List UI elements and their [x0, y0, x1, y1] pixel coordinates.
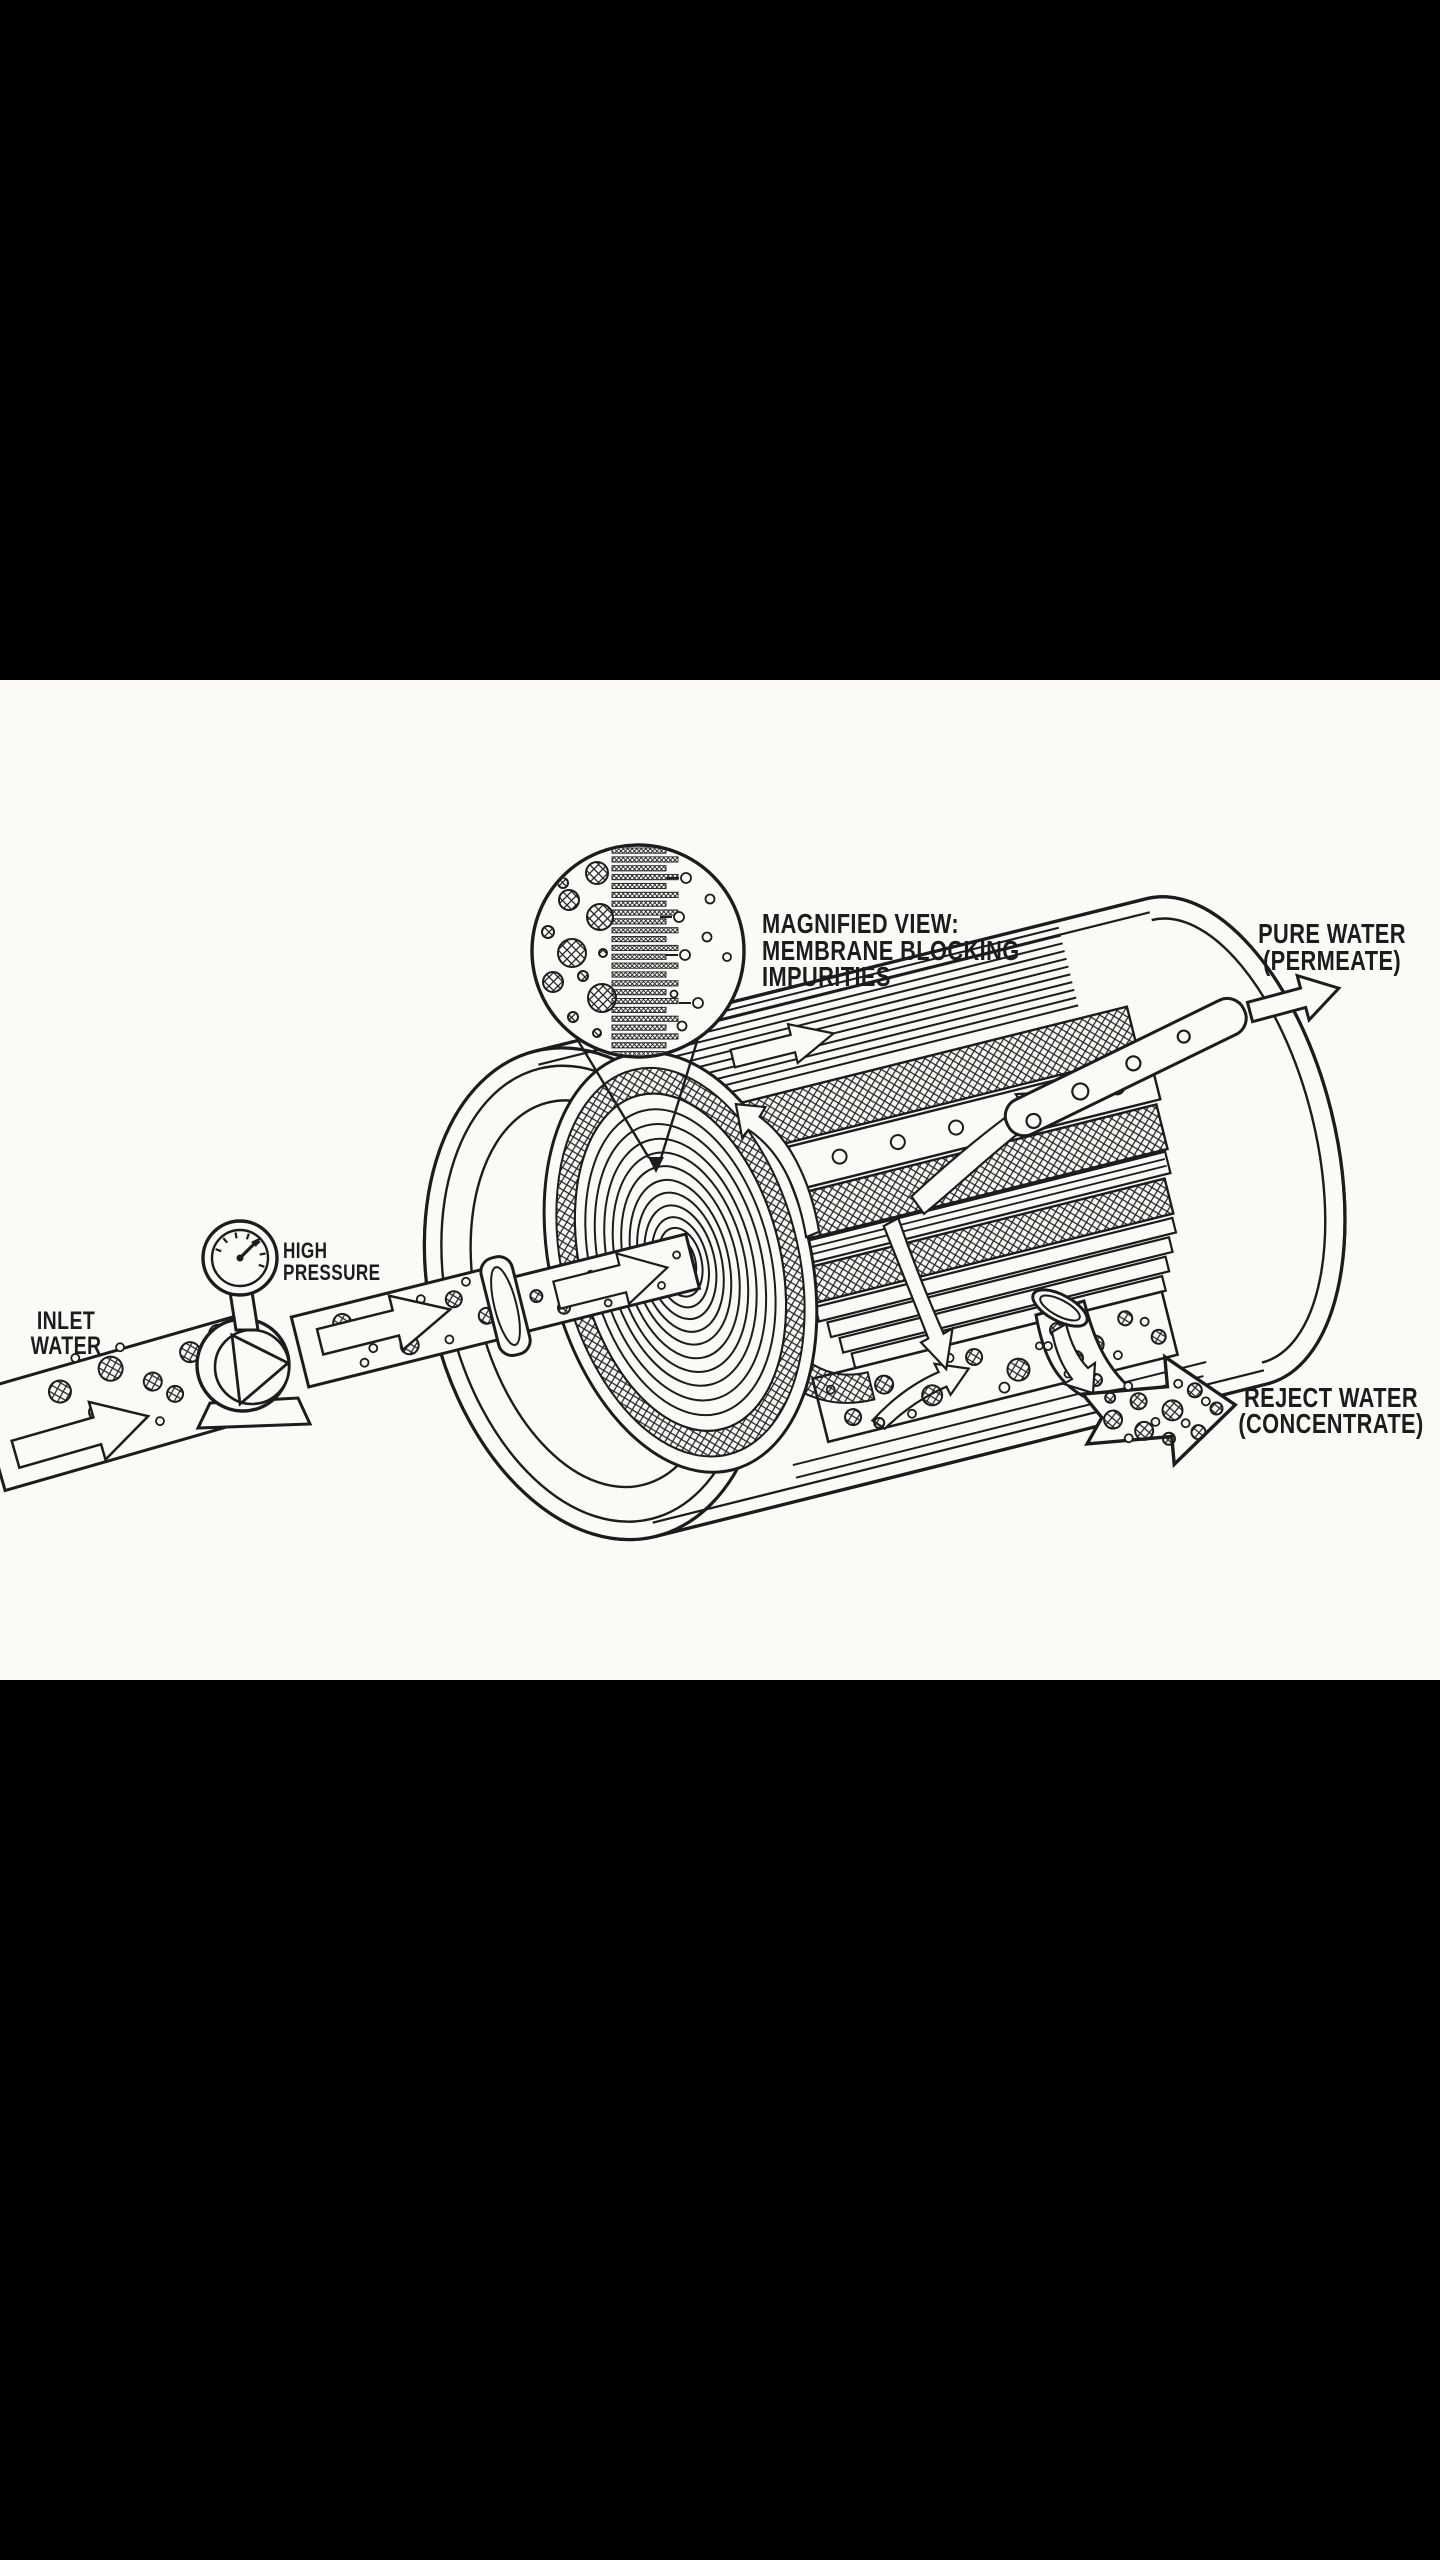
pressure-gauge	[201, 1219, 279, 1332]
inlet-pipe	[0, 1314, 265, 1493]
gauge-stem	[228, 1290, 260, 1332]
reject-elbow	[1031, 1288, 1134, 1398]
magnified-view-line3: IMPURITIES	[762, 961, 891, 992]
pressurized-pipe	[289, 1263, 517, 1389]
thin-spacer-sheet	[778, 1150, 1172, 1271]
label-high-pressure: HIGH PRESSURE	[283, 1239, 380, 1286]
label-pure-water: PURE WATER (PERMEATE)	[1258, 918, 1406, 976]
permeate-arrow	[1245, 973, 1342, 1024]
inlet-water-line1: INLET	[37, 1307, 95, 1335]
pure-water-line2: (PERMEATE)	[1263, 945, 1401, 976]
diagram-canvas: MAGNIFIED VIEW: MEMBRANE BLOCKING IMPURI…	[0, 680, 1440, 1680]
pump-impeller	[230, 1332, 291, 1407]
pure-water-line1: PURE WATER	[1258, 918, 1406, 949]
flow-arrow-top-sheet	[729, 1022, 837, 1069]
high-pressure-line2: PRESSURE	[283, 1261, 380, 1286]
reject-water-line2: (CONCENTRATE)	[1238, 1408, 1423, 1439]
letterbox-bottom	[0, 1680, 1440, 2560]
feed-flow-arrow	[552, 1251, 670, 1311]
feed-pump	[195, 1317, 313, 1430]
high-pressure-line1: HIGH	[283, 1239, 327, 1264]
reject-water-line1: REJECT WATER	[1244, 1382, 1418, 1413]
ro-membrane-diagram: MAGNIFIED VIEW: MEMBRANE BLOCKING IMPURI…	[0, 843, 1423, 1542]
magnified-view-line2: MEMBRANE BLOCKING	[762, 935, 1020, 966]
vessel-inlet-collar	[479, 1255, 532, 1357]
callout-pointer	[648, 1157, 664, 1173]
blocked-impurities	[541, 861, 617, 1038]
elbow-flow-arrow	[1050, 1322, 1097, 1395]
magnified-view-line1: MAGNIFIED VIEW:	[762, 908, 959, 939]
label-magnified-view: MAGNIFIED VIEW: MEMBRANE BLOCKING IMPURI…	[762, 908, 1020, 992]
inlet-water-line2: WATER	[31, 1332, 102, 1360]
flow-arrow-up-left	[734, 1102, 821, 1239]
reject-water-arrow	[1079, 1353, 1238, 1469]
inlet-flow-arrow	[10, 1400, 151, 1470]
permeate-tube	[1003, 996, 1248, 1138]
vessel-right-endcap	[1145, 895, 1347, 1386]
concentrate-flow-arrow	[870, 1362, 971, 1431]
label-inlet-water: INLET WATER	[31, 1307, 102, 1360]
letterbox-top	[0, 0, 1440, 680]
flow-arrow-down	[882, 1216, 954, 1372]
pressurized-flow-arrow	[315, 1294, 453, 1356]
label-reject-water: REJECT WATER (CONCENTRATE)	[1238, 1382, 1423, 1439]
